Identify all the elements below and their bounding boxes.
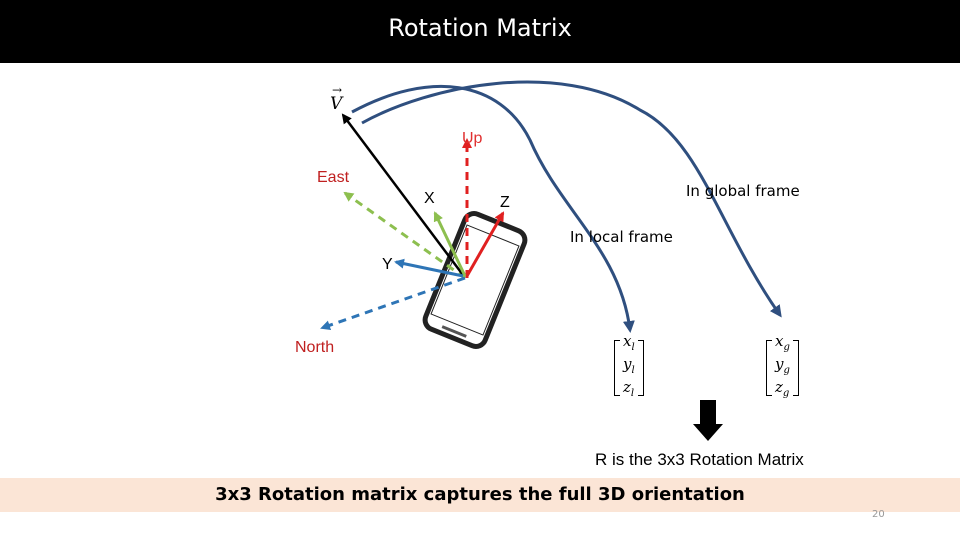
curve-to-global: [361, 80, 782, 318]
y-axis-label: Y: [382, 256, 393, 273]
vector-v-label: →V: [330, 83, 343, 114]
up-label: Up: [462, 130, 483, 147]
phone-icon: [422, 211, 528, 349]
x-axis-label: X: [424, 190, 435, 207]
curve-to-local: [351, 85, 635, 333]
down-arrow-icon: [693, 400, 723, 441]
title-bar: [0, 0, 960, 63]
global-frame-label: In global frame: [686, 182, 800, 200]
vector-v: [341, 113, 464, 276]
global-vector-matrix: xg yg zg: [766, 333, 799, 402]
local-vector-matrix: xl yl zl: [614, 333, 644, 402]
north-axis: [320, 276, 466, 331]
local-y-axis: [394, 258, 464, 278]
z-axis-label: Z: [500, 194, 510, 211]
east-axis: [343, 191, 466, 280]
local-z-axis: [465, 211, 505, 277]
rotation-caption: R is the 3x3 Rotation Matrix: [595, 450, 804, 469]
north-label: North: [295, 339, 335, 356]
footer-band: [0, 478, 960, 512]
east-label: East: [317, 169, 350, 186]
page-number: 20: [872, 509, 885, 520]
local-x-axis: [433, 211, 467, 277]
footer-statement: 3x3 Rotation matrix captures the full 3D…: [215, 484, 745, 505]
local-frame-label: In local frame: [570, 228, 673, 246]
slide-title: Rotation Matrix: [388, 14, 572, 42]
